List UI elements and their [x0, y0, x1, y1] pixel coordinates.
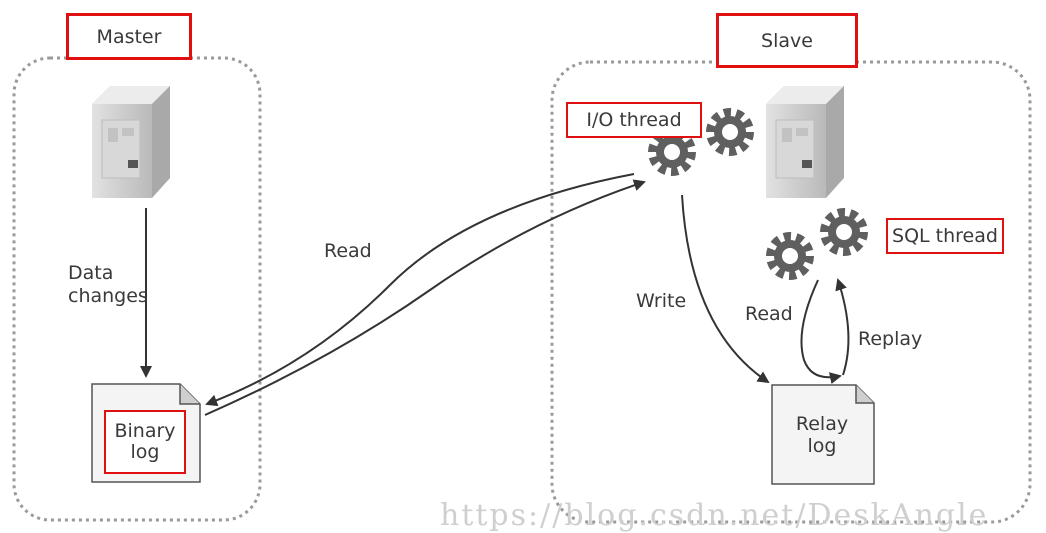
- io-thread-gear-icon: [712, 114, 748, 150]
- binary-log-line-1: Binary: [114, 420, 176, 443]
- sql-thread-gear-icon: [772, 238, 808, 274]
- data-changes-line-1: Data: [68, 262, 114, 284]
- replay-label: Replay: [858, 328, 923, 350]
- replay-arrow: [835, 278, 850, 376]
- relay-log-label: Relay log: [784, 413, 860, 458]
- sql-thread-label: SQL thread: [886, 218, 1004, 254]
- relay-log-line-2: log: [807, 434, 837, 457]
- sql-thread-gear-icon: [826, 214, 862, 250]
- relay-log-document-icon: [771, 384, 875, 485]
- slave-container: [550, 60, 1032, 524]
- io-thread-gear-icon: [654, 134, 690, 170]
- slave-title: Slave: [716, 13, 858, 68]
- slave-server-icon: [765, 85, 845, 199]
- binary-log-line-2: log: [130, 441, 160, 463]
- read-response-arrow: [205, 173, 635, 407]
- write-label: Write: [636, 290, 687, 312]
- io-thread-label: I/O thread: [566, 102, 702, 138]
- read-label: Read: [324, 240, 372, 262]
- sql-read-arrow: [800, 279, 842, 384]
- read-request-arrow: [204, 179, 646, 416]
- relay-log-line-1: Relay: [795, 413, 849, 435]
- data-changes-line-2: changes: [68, 284, 148, 307]
- sql-read-label: Read: [745, 303, 793, 325]
- write-arrow: [681, 194, 770, 384]
- master-server-icon: [91, 85, 171, 199]
- watermark-text: https://blog.csdn.net/DeskAngle: [440, 498, 989, 533]
- data-changes-label: Data changes: [68, 262, 148, 308]
- master-title: Master: [66, 13, 192, 60]
- binary-log-label: Binary log: [104, 410, 186, 474]
